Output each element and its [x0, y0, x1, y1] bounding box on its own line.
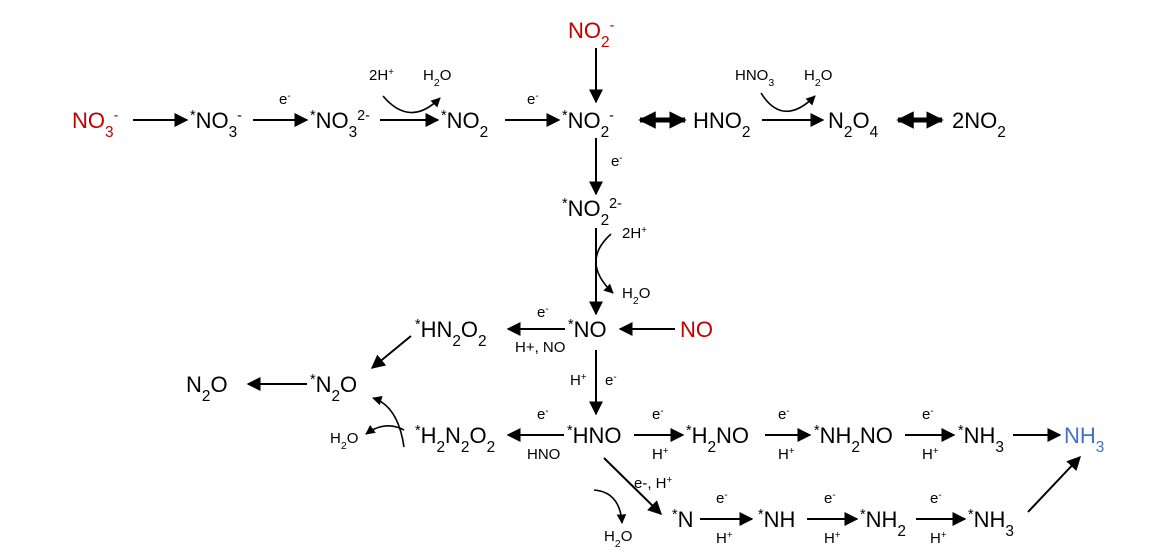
species-ads-nh3-bottom: *NH3 — [968, 507, 1014, 540]
curved-arrow-2h-h2o-mid — [595, 233, 614, 294]
label-e-7: e- — [652, 406, 664, 424]
label-e-h: e-, H+ — [634, 475, 673, 493]
curved-arrow-hno3-h2o — [760, 92, 816, 113]
label-h2o-2: H2O — [804, 67, 832, 89]
label-hplus-1: H+ — [570, 372, 587, 390]
species-ads-no2-2minus: *NO22- — [562, 196, 622, 229]
arrow-hno-to-n — [603, 457, 662, 515]
label-h2o-4: H2O — [330, 430, 358, 452]
label-2h-2: 2H+ — [622, 225, 647, 243]
label-e-12: e- — [930, 490, 942, 508]
species-hno2: HNO2 — [693, 108, 750, 141]
species-ads-no2-minus: *NO2- — [562, 108, 614, 141]
label-h2o-1: H2O — [423, 67, 451, 89]
species-ads-no: *NO — [568, 317, 607, 342]
species-ads-nh2: *NH2 — [860, 507, 906, 540]
label-e-9: e- — [922, 406, 934, 424]
species-nh3-product: NH3 — [1064, 423, 1104, 456]
label-e-1: e- — [279, 91, 291, 109]
label-hplus-7: H+ — [930, 530, 947, 548]
species-ads-no2: *NO2 — [441, 108, 488, 141]
arrow-bottom-nh3-to-product — [1027, 455, 1081, 513]
label-e-10: e- — [716, 490, 728, 508]
species-ads-n: *N — [672, 507, 693, 532]
label-e-8: e- — [778, 406, 790, 424]
species-ads-nh3-row: *NH3 — [958, 423, 1004, 456]
species-ads-no3-2minus: *NO32- — [310, 108, 370, 141]
label-e-2: e- — [527, 91, 539, 109]
label-2h-1: 2H+ — [369, 67, 394, 85]
label-hno: HNO — [527, 446, 560, 463]
species-no3: NO3- — [72, 108, 119, 141]
species-nitrite: NO2- — [568, 18, 615, 51]
curved-arrow-h2o-release-left — [365, 425, 405, 435]
curved-arrow-2h-h2o-top — [382, 95, 441, 114]
species-ads-h2no: *H2NO — [686, 423, 749, 456]
arrow-hn2o2-to-n2o — [370, 335, 412, 369]
species-ads-hn2o2: *HN2O2 — [415, 317, 487, 350]
label-e-5: e- — [605, 372, 617, 390]
label-e-3: e- — [611, 153, 623, 171]
species-ads-h2n2o2: *H2N2O2 — [415, 423, 495, 456]
species-n2o-gas: N2O — [186, 372, 228, 405]
label-hplus-5: H+ — [716, 530, 733, 548]
species-ads-nh2no: *NH2NO — [814, 423, 893, 456]
label-hplus-2: H+ — [652, 446, 669, 464]
label-h2o-3: H2O — [622, 285, 650, 307]
label-e-4: e- — [537, 304, 549, 322]
species-ads-nh: *NH — [758, 507, 795, 532]
species-2no2: 2NO2 — [952, 108, 1006, 141]
species-n2o4: N2O4 — [828, 108, 879, 141]
label-hplus-no: H+, NO — [515, 339, 565, 356]
label-e-6: e- — [537, 406, 549, 424]
curved-arrow-h2o-release-bottom — [593, 489, 627, 524]
curved-arrow-h2n2o2-loop — [372, 396, 405, 448]
species-no-gas: NO — [680, 317, 713, 342]
species-ads-hno: *HNO — [567, 423, 621, 448]
label-hplus-4: H+ — [922, 446, 939, 464]
label-e-11: e- — [824, 490, 836, 508]
species-ads-n2o: *N2O — [310, 372, 357, 405]
label-hno3: HNO3 — [735, 67, 774, 89]
label-hplus-6: H+ — [824, 530, 841, 548]
label-hplus-3: H+ — [778, 446, 795, 464]
species-ads-no3: *NO3- — [190, 108, 242, 141]
label-h2o-5: H2O — [604, 528, 632, 550]
